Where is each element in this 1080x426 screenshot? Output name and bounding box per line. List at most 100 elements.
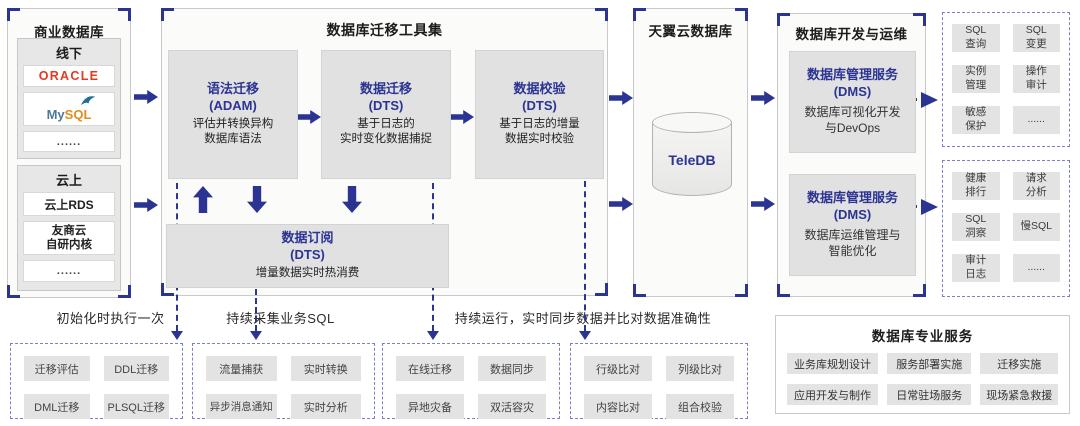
- dashed-flow-line: [584, 181, 586, 331]
- flow-arrow-right-icon: [134, 89, 158, 105]
- syntax-migration-box: 语法迁移 (ADAM) 评估并转换异构 数据库语法: [168, 50, 298, 179]
- flow-label-continuous-sync: 持续运行，实时同步数据并比对数据准确性: [454, 311, 712, 326]
- service-chip: 日常驻场服务: [887, 384, 972, 405]
- feature-chip-dots: ......: [1012, 106, 1060, 134]
- db-devops-panel: 数据库开发与运维 数据库管理服务 (DMS) 数据库可视化开发 与DevOps …: [777, 13, 926, 297]
- corner-bracket: [595, 283, 608, 296]
- data-verification-box: 数据校验 (DTS) 基于日志的增量 数据实时校验: [475, 50, 604, 179]
- data-subscription-desc: 增量数据实时热消费: [255, 267, 360, 280]
- migration-toolset-panel: 数据库迁移工具集 语法迁移 (ADAM) 评估并转换异构 数据库语法 数据迁移 …: [161, 8, 608, 296]
- toolset-title: 数据库迁移工具集: [326, 22, 443, 38]
- dashed-arrowhead-icon: [171, 331, 183, 340]
- capability-chip: DDL迁移: [103, 356, 169, 381]
- service-chip: 服务部署实施: [887, 353, 972, 374]
- verification-capabilities-group: 行级比对 列级比对 内容比对 组合校验: [570, 343, 748, 419]
- service-chip: 现场紧急救援: [980, 384, 1058, 405]
- dms-dev-features-panel: SQL 查询 SQL 变更 实例 管理 操作 审计 敏感 保护 ......: [942, 12, 1070, 147]
- capability-chip: 双活容灾: [478, 394, 546, 419]
- dashed-arrowhead-icon: [427, 331, 439, 340]
- feature-chip: 审计 日志: [952, 254, 1000, 282]
- corner-bracket: [161, 283, 174, 296]
- vendor-cloud-item: 友商云 自研内核: [23, 221, 115, 255]
- feature-chip: 健康 排行: [952, 172, 1000, 200]
- corner-bracket: [595, 8, 608, 21]
- capability-chip: 内容比对: [584, 394, 652, 419]
- capability-chip: 实时分析: [290, 394, 361, 419]
- data-verification-desc: 基于日志的增量 数据实时校验: [499, 117, 580, 146]
- offline-group-title: 线下: [55, 46, 82, 61]
- capability-chip: 异步消息通知: [206, 394, 277, 419]
- cloud-db-group: 云上 云上RDS 友商云 自研内核 ......: [17, 165, 121, 291]
- teledb-label: TeleDB: [668, 152, 716, 168]
- feature-chip: 实例 管理: [952, 65, 1000, 93]
- service-chip: 应用开发与制作: [787, 384, 879, 405]
- capability-chip: 实时转换: [290, 356, 361, 381]
- feature-chip: SQL 变更: [1012, 24, 1060, 52]
- flow-arrow-right-icon: [609, 90, 633, 106]
- capability-chip: 迁移评估: [24, 356, 90, 381]
- service-chip: 业务库规划设计: [787, 353, 879, 374]
- data-migration-desc: 基于日志的 实时变化数据捕捉: [340, 117, 432, 146]
- mysql-dolphin-icon: [80, 96, 96, 106]
- data-verification-title: 数据校验 (DTS): [513, 81, 566, 113]
- dashed-arrowhead-icon: [579, 331, 591, 340]
- cloud-more-dots: ......: [23, 260, 115, 282]
- arrowhead-icon: [921, 199, 938, 215]
- corner-bracket: [777, 13, 790, 26]
- syntax-migration-desc: 评估并转换异构 数据库语法: [192, 117, 274, 146]
- flow-arrow-right-icon: [751, 196, 775, 212]
- dms-dev-box: 数据库管理服务 (DMS) 数据库可视化开发 与DevOps: [789, 51, 916, 153]
- corner-bracket: [118, 285, 131, 298]
- corner-bracket: [118, 8, 131, 21]
- subscription-capabilities-group: 流量捕获 实时转换 异步消息通知 实时分析: [192, 343, 375, 419]
- sync-capabilities-group: 在线迁移 数据同步 异地灾备 双活容灾: [382, 343, 560, 419]
- flow-arrow-right-icon: [134, 197, 158, 213]
- db-devops-title: 数据库开发与运维: [795, 27, 908, 42]
- cloud-group-title: 云上: [55, 173, 82, 188]
- flow-arrow-right-icon: [751, 90, 775, 106]
- data-subscription-title: 数据订阅 (DTS): [281, 230, 334, 263]
- dms-ops-box: 数据库管理服务 (DMS) 数据库运维管理与 智能优化: [789, 174, 916, 276]
- offline-more-dots: ......: [23, 131, 115, 152]
- dms-dev-title: 数据库管理服务 (DMS): [806, 66, 898, 99]
- pro-services-panel: 数据库专业服务 业务库规划设计 服务部署实施 迁移实施 应用开发与制作 日常驻场…: [775, 315, 1070, 414]
- capability-chip: 行级比对: [584, 356, 652, 381]
- commercial-db-title: 商业数据库: [34, 25, 104, 40]
- mysql-logo-sql: SQL: [64, 107, 92, 122]
- feature-chip: SQL 洞察: [952, 213, 1000, 241]
- capability-chip: DML迁移: [24, 394, 90, 419]
- corner-bracket: [633, 8, 646, 21]
- migration-capabilities-group: 迁移评估 DDL迁移 DML迁移 PLSQL迁移: [10, 343, 183, 419]
- mysql-logo-my: My: [46, 107, 65, 122]
- corner-bracket: [913, 284, 926, 297]
- flow-arrow-right-icon: [609, 196, 633, 212]
- capability-chip: PLSQL迁移: [103, 394, 169, 419]
- dms-ops-title: 数据库管理服务 (DMS): [806, 189, 898, 222]
- oracle-logo-text: ORACLE: [38, 69, 100, 83]
- feature-chip: 请求 分析: [1012, 172, 1060, 200]
- dms-dev-desc: 数据库可视化开发 与DevOps: [804, 104, 901, 136]
- capability-chip: 异地灾备: [396, 394, 464, 419]
- feature-chip: SQL 查询: [952, 24, 1000, 52]
- arrowhead-icon: [921, 92, 938, 108]
- data-migration-box: 数据迁移 (DTS) 基于日志的 实时变化数据捕捉: [321, 50, 451, 179]
- corner-bracket: [7, 285, 20, 298]
- data-migration-title: 数据迁移 (DTS): [359, 81, 412, 113]
- data-subscription-box: 数据订阅 (DTS) 增量数据实时热消费: [166, 224, 449, 288]
- dms-ops-features-panel: 健康 排行 请求 分析 SQL 洞察 慢SQL 审计 日志 ......: [942, 160, 1070, 297]
- feature-chip-dots: ......: [1012, 254, 1060, 282]
- capability-chip: 数据同步: [478, 356, 546, 381]
- capability-chip: 列级比对: [666, 356, 734, 381]
- capability-chip: 在线迁移: [396, 356, 464, 381]
- dashed-arrowhead-icon: [250, 331, 262, 340]
- corner-bracket: [777, 284, 790, 297]
- corner-bracket: [735, 284, 748, 297]
- corner-bracket: [735, 8, 748, 21]
- teledb-database-icon: TeleDB: [652, 112, 734, 198]
- capability-chip: 流量捕获: [206, 356, 277, 381]
- capability-chip: 组合校验: [666, 394, 734, 419]
- flow-label-init-once: 初始化时执行一次: [56, 311, 165, 326]
